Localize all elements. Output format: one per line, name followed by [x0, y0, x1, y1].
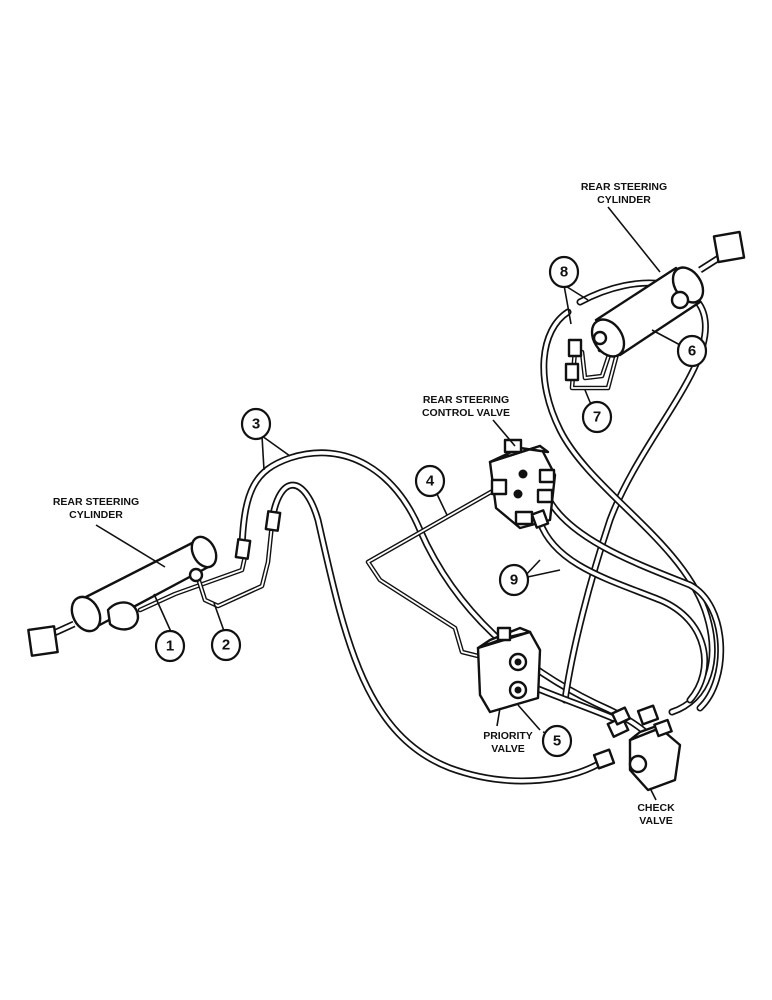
callout-5: 5	[541, 724, 573, 758]
label-control-valve-line2: CONTROL VALVE	[422, 407, 510, 419]
svg-text:8: 8	[560, 264, 568, 281]
label-priority-valve-line2: VALVE	[491, 743, 524, 755]
svg-text:7: 7	[593, 409, 601, 426]
callout-7: 7	[581, 400, 613, 434]
tube-4	[365, 485, 501, 659]
callout-9: 9	[498, 563, 530, 597]
label-control-valve-line1: REAR STEERING	[423, 394, 509, 406]
leader-lines	[95, 206, 683, 801]
callout-3: 3	[240, 407, 272, 441]
svg-text:4: 4	[426, 473, 435, 490]
svg-text:1: 1	[166, 638, 174, 655]
label-left-cylinder-line1: REAR STEERING	[53, 496, 139, 508]
label-right-cylinder-line2: CYLINDER	[597, 194, 651, 206]
svg-text:5: 5	[553, 733, 561, 750]
svg-text:6: 6	[688, 343, 696, 360]
callout-6: 6	[676, 334, 708, 368]
label-priority-valve-line1: PRIORITY	[483, 730, 533, 742]
svg-text:3: 3	[252, 416, 260, 433]
priority-valve	[476, 626, 542, 714]
callouts: 1 2 3 4 5 6 7 8	[154, 255, 708, 758]
component-labels: REAR STEERING CYLINDER REAR STEERING CYL…	[53, 181, 675, 827]
left-steering-cylinder	[27, 535, 218, 657]
rear-steering-control-valve	[488, 438, 557, 530]
fittings	[234, 338, 632, 726]
label-left-cylinder-line2: CYLINDER	[69, 509, 123, 521]
callout-2: 2	[210, 628, 242, 662]
label-check-valve-line1: CHECK	[637, 802, 675, 814]
svg-text:2: 2	[222, 637, 230, 654]
label-right-cylinder-line1: REAR STEERING	[581, 181, 667, 193]
svg-text:9: 9	[510, 572, 518, 589]
label-check-valve-line2: VALVE	[639, 815, 672, 827]
callout-8: 8	[548, 255, 580, 289]
right-steering-cylinder	[590, 230, 746, 358]
callout-4: 4	[414, 464, 446, 498]
callout-1: 1	[154, 629, 186, 663]
